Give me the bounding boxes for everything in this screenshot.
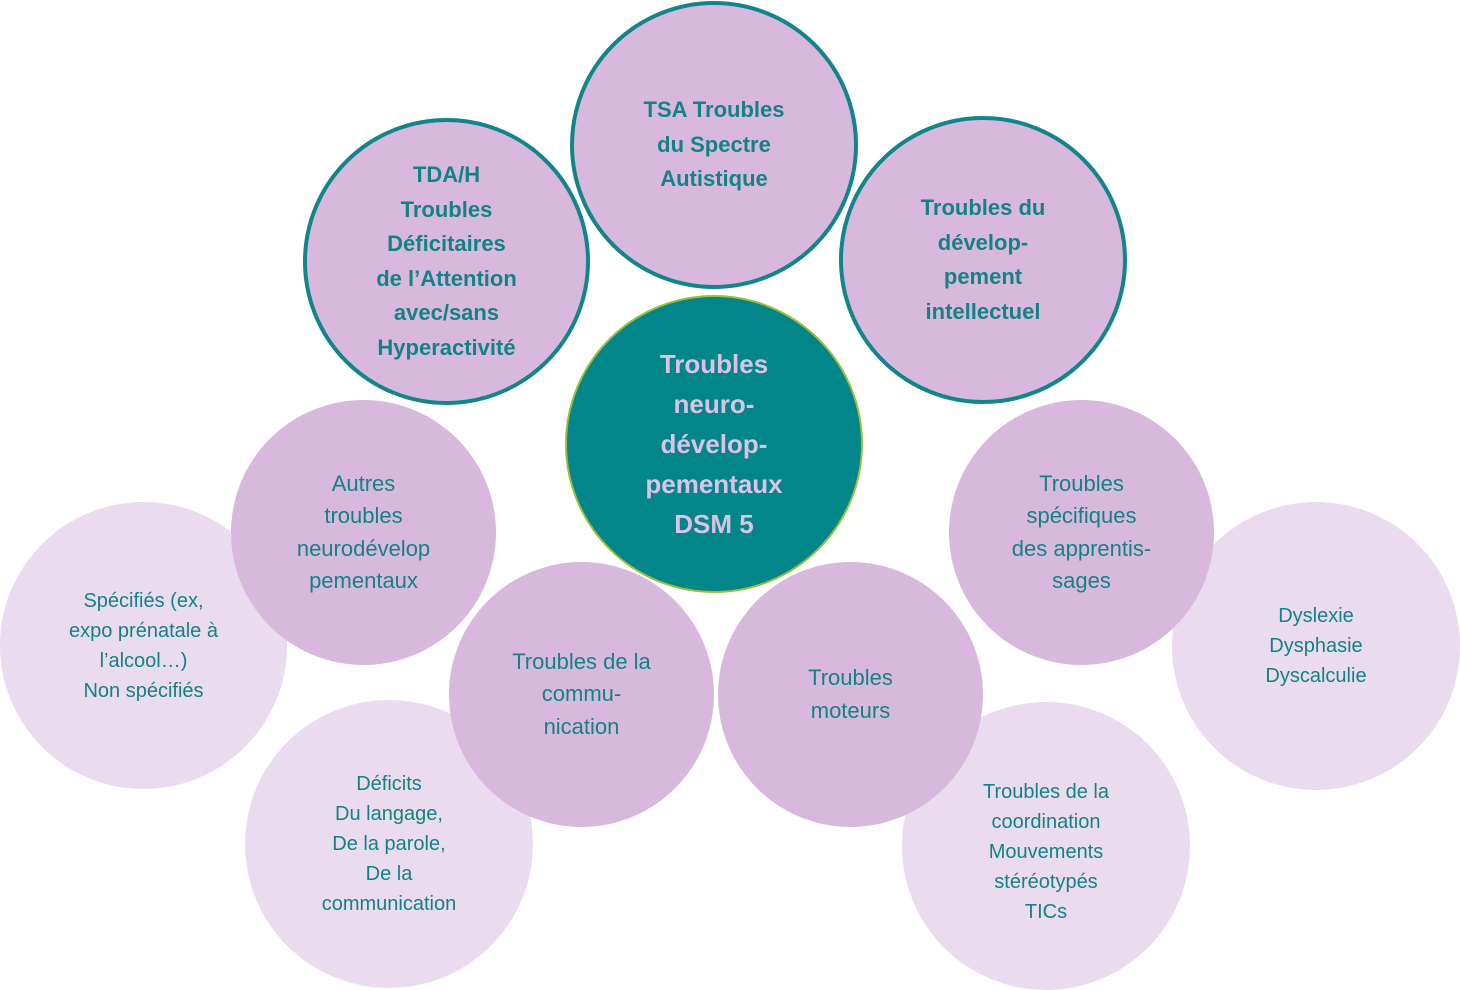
- category-circle-apprentissages: Troubles spécifiques des apprentis- sage…: [949, 400, 1214, 665]
- top-circle-tsa: TSA Troubles du Spectre Autistique: [570, 1, 858, 289]
- category-label-communication: Troubles de la commu- nication: [512, 648, 651, 739]
- center-circle: Troubles neuro- dévelop- pementaux DSM 5: [565, 295, 863, 593]
- center-label: Troubles neuro- dévelop- pementaux DSM 5: [645, 349, 783, 539]
- category-circle-moteurs: Troubles moteurs: [718, 562, 983, 827]
- top-label-tsa: TSA Troubles du Spectre Autistique: [643, 97, 785, 192]
- category-label-moteurs: Troubles moteurs: [808, 665, 893, 723]
- category-label-apprentissages: Troubles spécifiques des apprentis- sage…: [1011, 470, 1152, 594]
- top-label-intellectuel: Troubles du dévelop- pement intellectuel: [920, 195, 1046, 324]
- detail-label-dys: Dyslexie Dysphasie Dyscalculie: [1265, 605, 1367, 687]
- category-circle-autres: Autres troubles neurodévelop pementaux: [231, 400, 496, 665]
- top-label-tdah: TDA/H Troubles Déficitaires de l’Attenti…: [376, 162, 517, 360]
- category-circle-communication: Troubles de la commu- nication: [449, 562, 714, 827]
- detail-label-specifies: Spécifiés (ex, expo prénatale à l’alcool…: [68, 589, 218, 702]
- category-label-autres: Autres troubles neurodévelop pementaux: [296, 470, 431, 594]
- detail-label-deficits: Déficits Du langage, De la parole, De la…: [321, 773, 457, 915]
- detail-circle-dys: Dyslexie Dysphasie Dyscalculie: [1172, 502, 1460, 790]
- top-circle-tdah: TDA/H Troubles Déficitaires de l’Attenti…: [303, 118, 590, 405]
- detail-label-coordination: Troubles de la coordination Mouvements s…: [983, 781, 1109, 923]
- detail-circle-deficits: Déficits Du langage, De la parole, De la…: [245, 700, 533, 988]
- top-circle-intellectuel: Troubles du dévelop- pement intellectuel: [839, 116, 1127, 404]
